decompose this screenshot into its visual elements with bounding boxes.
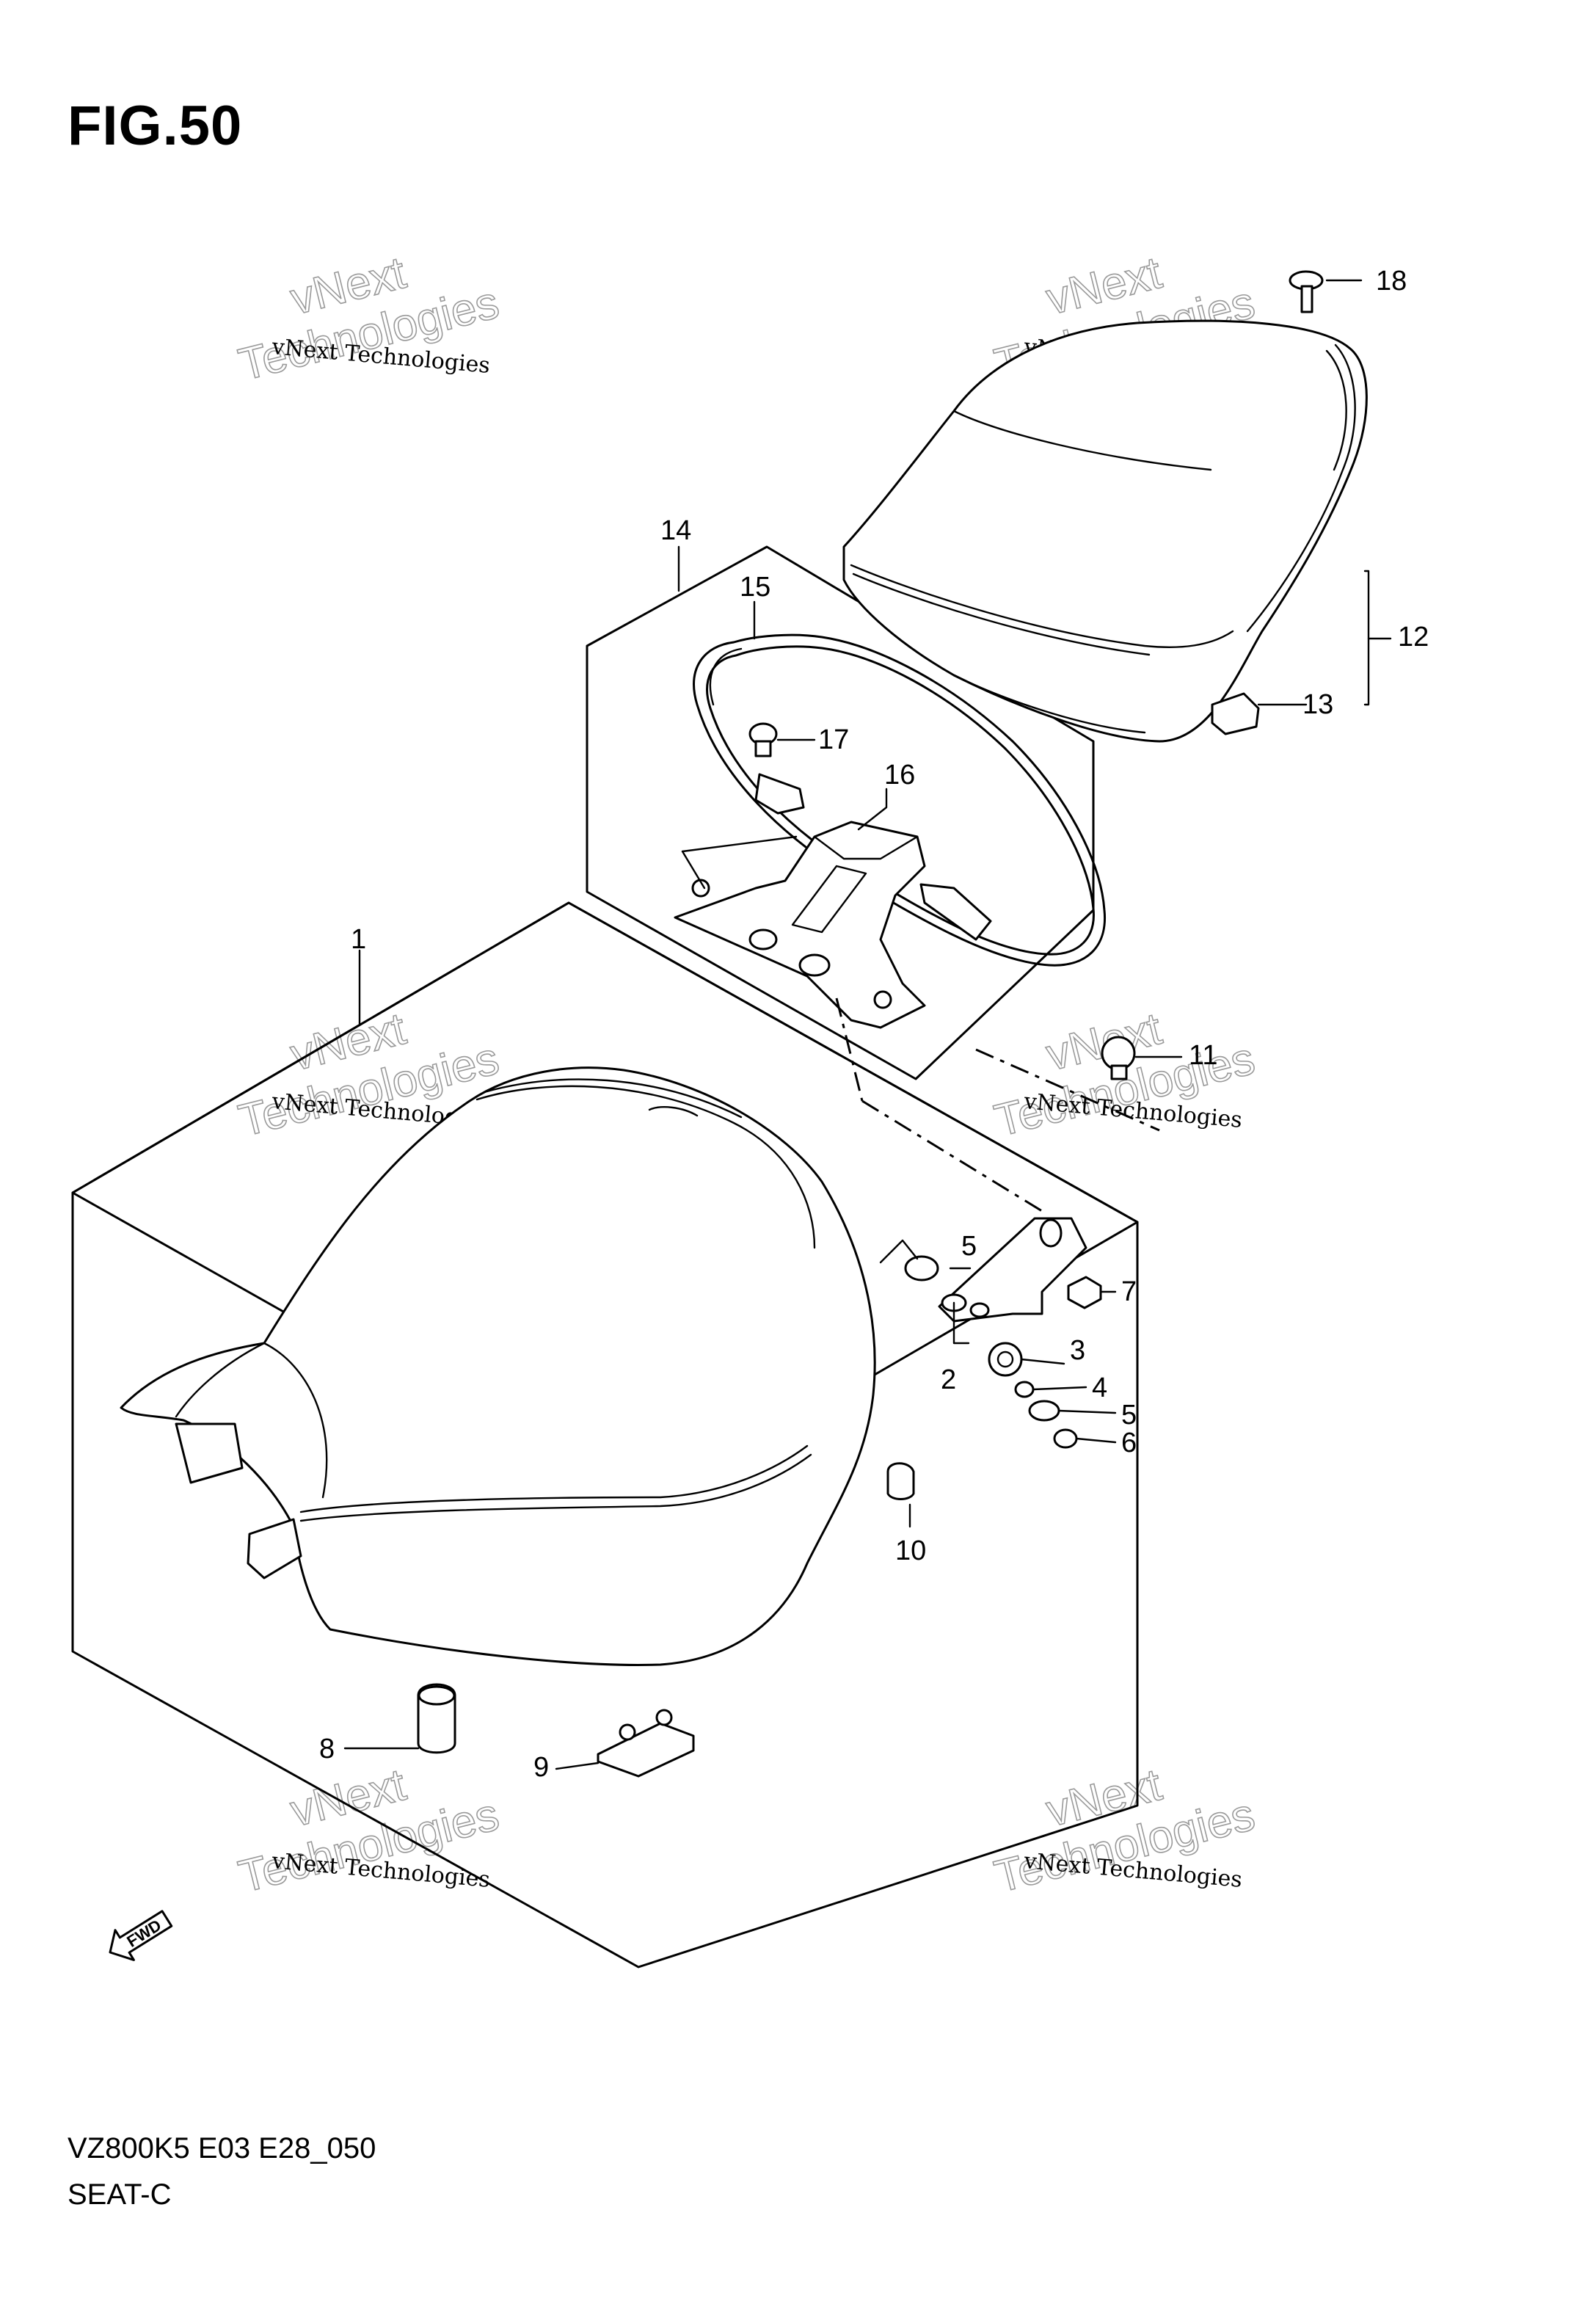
rider-seat xyxy=(120,1066,876,1666)
callout-6: 6 xyxy=(1121,1428,1137,1458)
callout-16: 16 xyxy=(884,760,915,790)
cushion-13 xyxy=(1211,692,1260,735)
assembly-frame-1-outline xyxy=(71,901,1139,1969)
callout-13: 13 xyxy=(1302,689,1333,720)
seat-frame-ring xyxy=(693,633,1107,967)
alignment-dashed-3 xyxy=(975,1048,1160,1132)
cushion-8 xyxy=(417,1683,456,1754)
callout-2: 2 xyxy=(941,1364,956,1395)
callout-5b: 5 xyxy=(1121,1400,1137,1431)
leader-bracket-left-2 xyxy=(681,850,706,890)
diagram-code: VZ800K5 E03 E28_050 xyxy=(68,2132,376,2164)
washer-5a xyxy=(904,1255,939,1282)
grommet-3 xyxy=(988,1342,1023,1377)
callout-15: 15 xyxy=(740,572,770,603)
rubber-block-9 xyxy=(597,1709,695,1778)
callout-8: 8 xyxy=(319,1734,335,1764)
diagram-name: SEAT-C xyxy=(68,2178,172,2211)
leader-lines xyxy=(343,279,1392,1770)
callout-10: 10 xyxy=(895,1535,926,1566)
leader-bracket-left xyxy=(681,835,798,853)
callout-12: 12 xyxy=(1398,622,1429,652)
nut-7 xyxy=(1067,1276,1102,1309)
fwd-arrow-icon: FWD xyxy=(109,1910,173,1961)
bolt-18 xyxy=(1289,270,1324,313)
nut-6 xyxy=(1053,1428,1078,1449)
callout-1: 1 xyxy=(351,924,366,955)
washer-5a-arrow xyxy=(879,1239,919,1264)
alignment-dashed-1 xyxy=(835,997,864,1102)
figure-title: FIG.50 xyxy=(68,95,243,157)
callout-5a: 5 xyxy=(961,1231,977,1262)
seat-bracket xyxy=(674,773,992,1029)
callout-4: 4 xyxy=(1092,1373,1107,1403)
callout-7: 7 xyxy=(1121,1276,1137,1307)
callout-3: 3 xyxy=(1070,1335,1085,1366)
hinge-bracket-2 xyxy=(938,1217,1087,1323)
collar-4 xyxy=(1014,1381,1035,1398)
nut-17 xyxy=(748,722,778,757)
washer-5b xyxy=(1028,1400,1060,1422)
alignment-dashed-2 xyxy=(861,1099,1043,1213)
callout-labels: 1 2 3 4 5 5 6 7 8 9 10 11 12 13 14 15 16… xyxy=(319,266,1429,1783)
pillion-seat xyxy=(842,319,1368,743)
callout-9: 9 xyxy=(533,1752,549,1783)
cushion-10 xyxy=(886,1462,915,1500)
callout-18: 18 xyxy=(1376,266,1407,297)
callout-11: 11 xyxy=(1189,1040,1217,1071)
callout-17: 17 xyxy=(818,724,849,755)
nut-11 xyxy=(1101,1036,1136,1080)
callout-14: 14 xyxy=(660,515,691,546)
